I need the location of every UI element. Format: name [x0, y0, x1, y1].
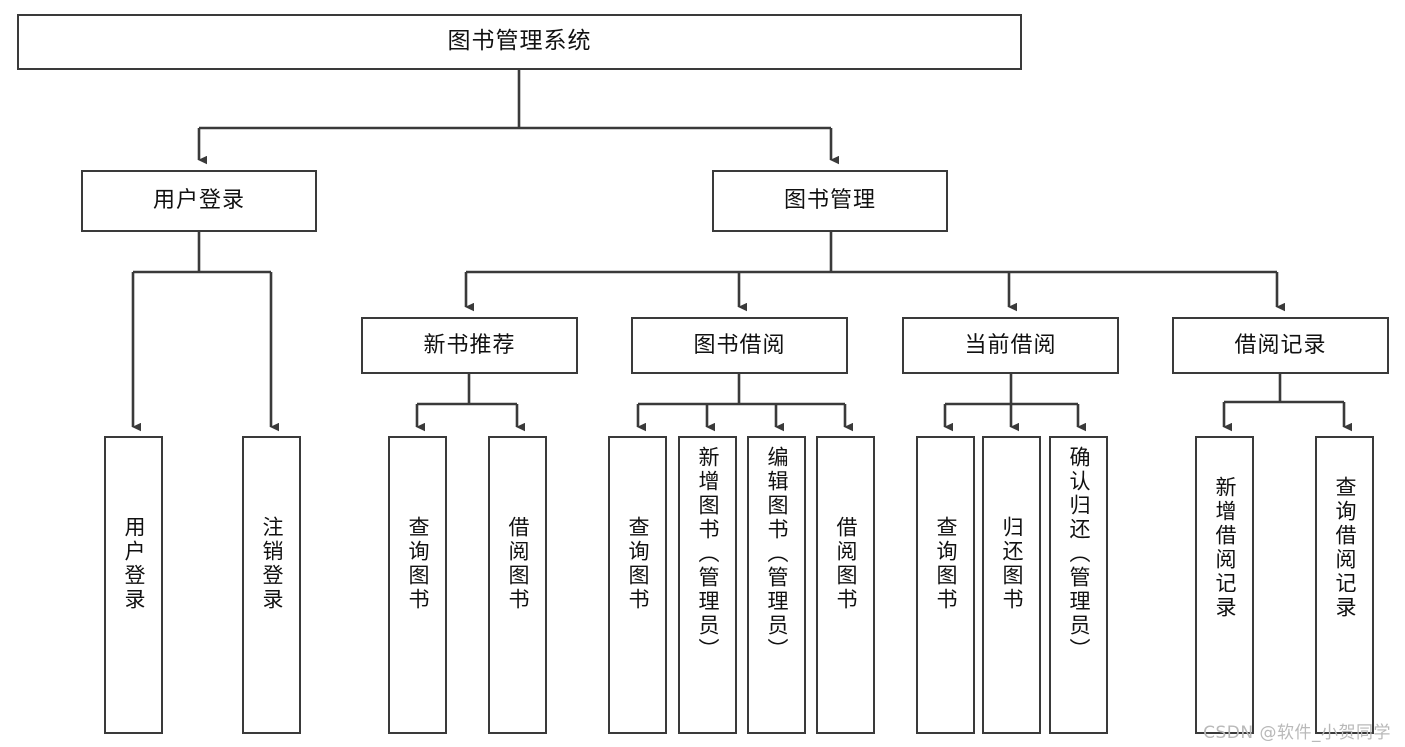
node-label: 新书推荐 — [423, 332, 516, 358]
leaf-add-borrow-record[interactable]: 新增借阅记录 — [1195, 436, 1254, 734]
leaf-edit-book-admin[interactable]: 编辑图书（管理员） — [747, 436, 806, 734]
leaf-add-book-admin[interactable]: 新增图书（管理员） — [678, 436, 737, 734]
node-label: 查询图书 — [934, 516, 958, 612]
node-book-borrowing[interactable]: 图书借阅 — [631, 317, 848, 374]
node-label: 用户登录 — [152, 188, 245, 214]
node-label: 借阅图书 — [506, 516, 530, 612]
node-label: 归还图书 — [1000, 516, 1024, 612]
node-label: 当前借阅 — [964, 332, 1057, 358]
node-label: 借阅图书 — [834, 516, 858, 612]
node-label: 新增图书（管理员） — [696, 446, 720, 662]
leaf-query-book-new-rec[interactable]: 查询图书 — [388, 436, 447, 734]
node-root-book-management-system[interactable]: 图书管理系统 — [17, 14, 1022, 70]
node-label: 查询借阅记录 — [1333, 476, 1357, 620]
node-label: 图书管理 — [783, 188, 876, 214]
node-current-borrowing[interactable]: 当前借阅 — [902, 317, 1119, 374]
node-label: 借阅记录 — [1234, 332, 1327, 358]
node-label: 查询图书 — [626, 516, 650, 612]
leaf-query-book-borrow[interactable]: 查询图书 — [608, 436, 667, 734]
node-new-book-recommendation[interactable]: 新书推荐 — [361, 317, 578, 374]
leaf-user-logout[interactable]: 注销登录 — [242, 436, 301, 734]
node-label: 确认归还（管理员） — [1067, 446, 1091, 662]
leaf-return-book[interactable]: 归还图书 — [982, 436, 1041, 734]
node-label: 图书借阅 — [693, 332, 786, 358]
node-book-management[interactable]: 图书管理 — [712, 170, 948, 232]
watermark-text: CSDN @软件_小贺同学 — [1203, 723, 1391, 743]
leaf-query-borrow-record[interactable]: 查询借阅记录 — [1315, 436, 1374, 734]
node-label: 查询图书 — [406, 516, 430, 612]
node-label: 新增借阅记录 — [1213, 476, 1237, 620]
node-label: 注销登录 — [260, 516, 284, 612]
leaf-borrow-book-new-rec[interactable]: 借阅图书 — [488, 436, 547, 734]
node-label: 图书管理系统 — [447, 28, 592, 55]
leaf-query-book-current[interactable]: 查询图书 — [916, 436, 975, 734]
node-label: 用户登录 — [122, 516, 146, 612]
node-label: 编辑图书（管理员） — [765, 446, 789, 662]
node-borrowing-record[interactable]: 借阅记录 — [1172, 317, 1389, 374]
leaf-confirm-return-admin[interactable]: 确认归还（管理员） — [1049, 436, 1108, 734]
leaf-borrow-book-borrow[interactable]: 借阅图书 — [816, 436, 875, 734]
leaf-user-login[interactable]: 用户登录 — [104, 436, 163, 734]
node-user-login[interactable]: 用户登录 — [81, 170, 317, 232]
